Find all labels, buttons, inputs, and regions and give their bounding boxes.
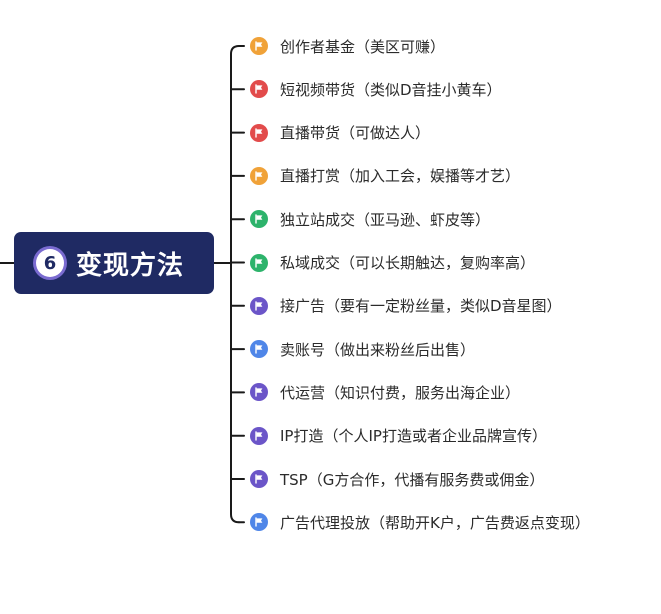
branch-label: 直播打赏（加入工会，娱播等才艺） — [280, 167, 521, 186]
branch-label: 短视频带货（类似D音挂小黄车） — [280, 80, 502, 99]
flag-icon — [250, 470, 268, 488]
branch-label: 创作者基金（美区可赚） — [280, 37, 446, 56]
branch-label: 私域成交（可以长期触达，复购率高） — [280, 254, 536, 272]
spine-line — [230, 45, 240, 524]
branch-label: 接广告（要有一定粉丝量，类似D音星图） — [280, 297, 562, 316]
branch-label: 直播带货（可做达人） — [280, 124, 431, 143]
branch-item[interactable]: 代运营（知识付费，服务出海企业） — [250, 379, 520, 405]
flag-icon — [250, 383, 268, 402]
root-node[interactable]: 6 变现方法 — [14, 232, 214, 294]
branch-item[interactable]: 独立站成交（亚马逊、虾皮等） — [250, 206, 490, 232]
flag-icon — [250, 166, 268, 185]
flag-icon — [250, 37, 268, 55]
branch-label: 代运营（知识付费，服务出海企业） — [280, 383, 521, 402]
branch-label: 卖账号（做出来粉丝后出售） — [280, 340, 476, 359]
flag-icon — [250, 80, 268, 99]
branch-item[interactable]: 直播打赏（加入工会，娱播等才艺） — [250, 163, 520, 189]
branch-item[interactable]: 私域成交（可以长期触达，复购率高） — [250, 250, 535, 276]
flag-icon — [250, 253, 268, 272]
branch-item[interactable]: 卖账号（做出来粉丝后出售） — [250, 336, 475, 362]
branch-label: TSP（G方合作，代播有服务费或佣金） — [280, 470, 545, 489]
branch-label: 广告代理投放（帮助开K户，广告费返点变现） — [280, 513, 590, 532]
flag-icon — [250, 340, 268, 359]
flag-icon — [250, 123, 268, 142]
branch-item[interactable]: 直播带货（可做达人） — [250, 120, 430, 146]
flag-icon — [250, 426, 268, 445]
root-label: 变现方法 — [76, 250, 185, 281]
branch-item[interactable]: TSP（G方合作，代播有服务费或佣金） — [250, 466, 544, 492]
root-number-badge: 6 — [36, 249, 64, 277]
branch-item[interactable]: 接广告（要有一定粉丝量，类似D音星图） — [250, 293, 562, 319]
branch-item[interactable]: 创作者基金（美区可赚） — [250, 33, 445, 59]
branch-item[interactable]: IP打造（个人IP打造或者企业品牌宣传） — [250, 423, 547, 449]
branch-label: IP打造（个人IP打造或者企业品牌宣传） — [280, 427, 547, 446]
flag-icon — [250, 513, 268, 532]
branch-label: 独立站成交（亚马逊、虾皮等） — [280, 210, 491, 229]
flag-icon — [250, 296, 268, 315]
branch-item[interactable]: 短视频带货（类似D音挂小黄车） — [250, 76, 502, 102]
branch-item[interactable]: 广告代理投放（帮助开K户，广告费返点变现） — [250, 509, 590, 535]
flag-icon — [250, 210, 268, 229]
